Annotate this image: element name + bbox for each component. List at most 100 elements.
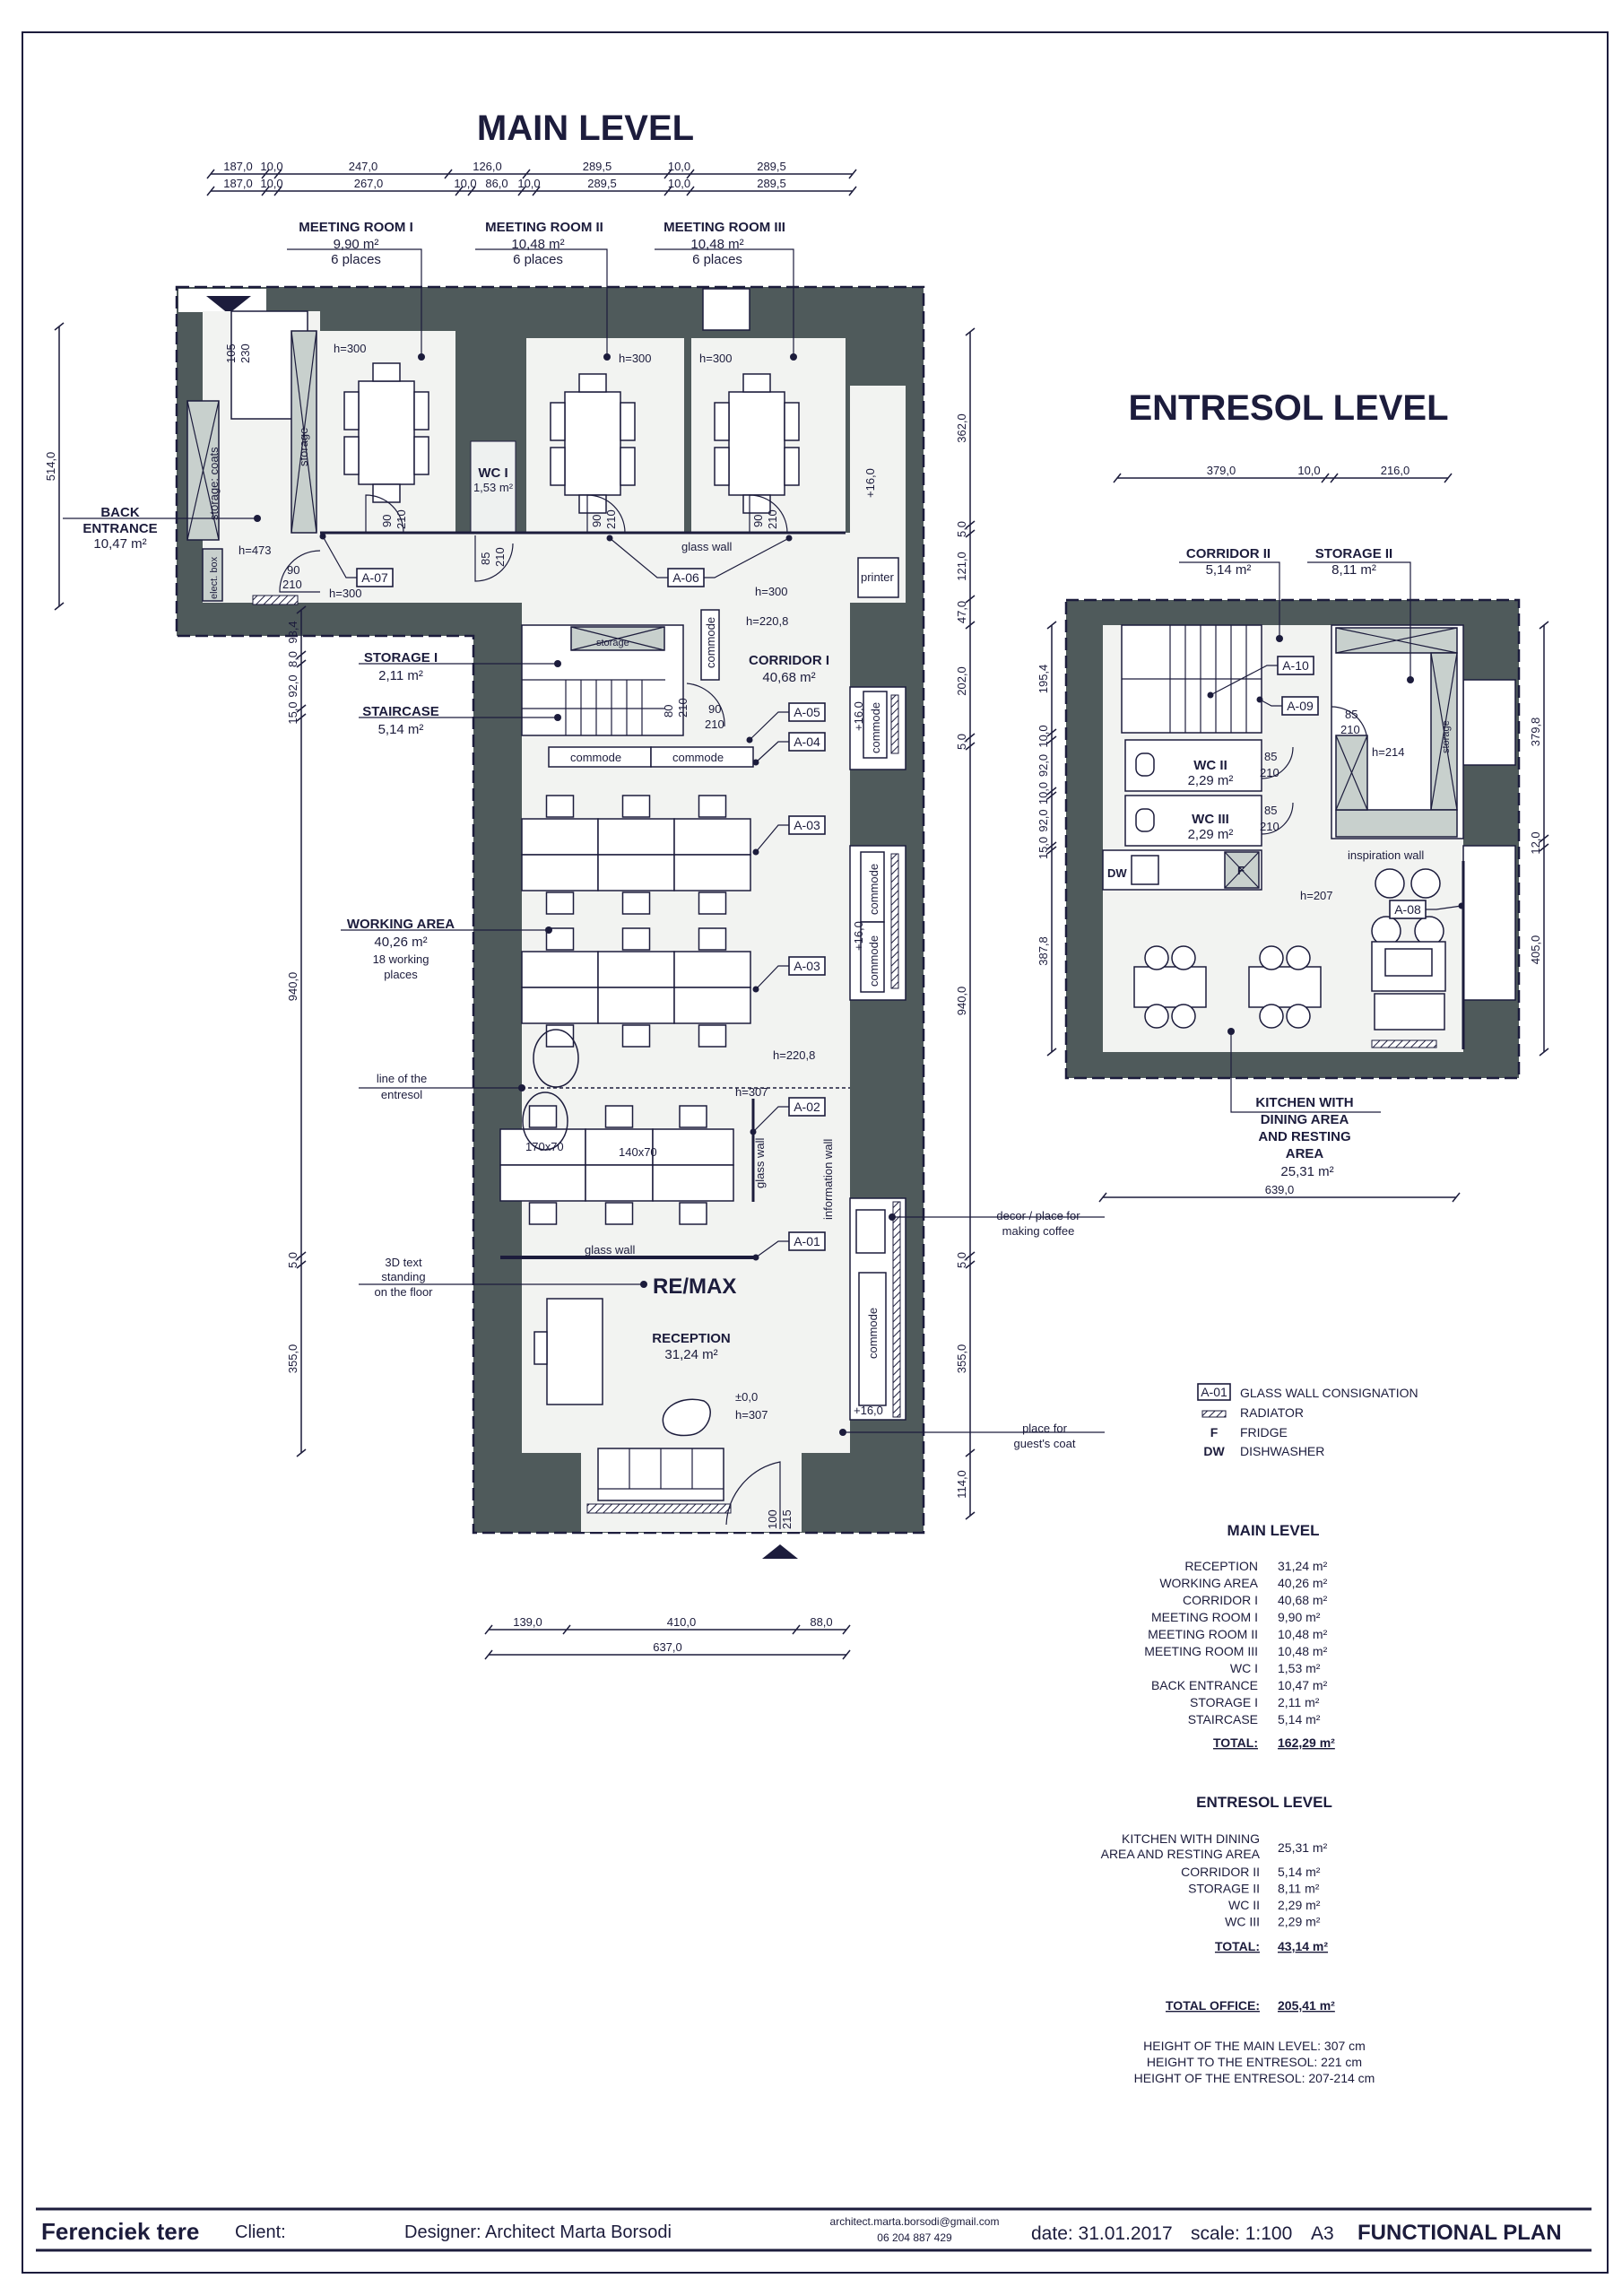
area-row-value: 2,29 m² xyxy=(1278,1915,1321,1929)
height-note: h=220,8 xyxy=(773,1048,815,1062)
wc-2-name: WC II xyxy=(1193,758,1227,773)
coffee-counter xyxy=(855,1209,886,1254)
door-size: 90 xyxy=(751,515,765,527)
office-chair xyxy=(545,1024,575,1048)
door-swing xyxy=(474,535,514,582)
note: guest's coat xyxy=(1014,1437,1076,1450)
office-chair xyxy=(621,1024,651,1048)
office-chair xyxy=(698,1024,727,1048)
storage-2-area: 8,11 m² xyxy=(1331,562,1376,578)
dimension-label: 5,0 xyxy=(955,734,968,750)
dimension-label: 114,0 xyxy=(955,1470,968,1499)
glass-wall-label: glass wall xyxy=(681,540,732,553)
area-row-name: CORRIDOR II xyxy=(1181,1865,1260,1879)
inspiration-wall-label: inspiration wall xyxy=(1348,848,1424,862)
dimension-tick xyxy=(1046,846,1057,855)
office-chair xyxy=(698,891,727,915)
kitchen-area: 25,31 m² xyxy=(1280,1164,1333,1179)
tag-dot xyxy=(752,1254,759,1261)
fridge-label: F xyxy=(1237,864,1245,877)
radiator xyxy=(890,694,899,754)
door-swing xyxy=(365,494,404,534)
chair xyxy=(343,391,360,430)
desk xyxy=(673,818,751,856)
dimension-tick xyxy=(664,186,672,196)
desk xyxy=(521,987,599,1024)
legend-label: DISHWASHER xyxy=(1240,1444,1324,1458)
desk xyxy=(585,1164,654,1202)
glass-wall-tag: A-05 xyxy=(794,705,820,719)
office-chair xyxy=(604,1202,634,1225)
dimension-label: 86,0 xyxy=(485,177,507,190)
tag-dot xyxy=(785,535,793,542)
dimension-tick xyxy=(1452,1192,1461,1203)
dining-table xyxy=(1248,966,1322,1008)
dimension-tick xyxy=(965,327,976,336)
dimension-tick xyxy=(1046,791,1057,800)
chair xyxy=(372,362,401,382)
dimension-label: 93,4 xyxy=(286,621,299,643)
main-level-plan: A-01A-02A-03A-03A-04A-05A-06A-07 MEETING… xyxy=(44,160,1105,1660)
commode-label: commode xyxy=(570,751,621,764)
tag-dot xyxy=(1458,902,1465,909)
entresol-level-title: ENTRESOL LEVEL xyxy=(1128,388,1448,428)
radiator xyxy=(1371,1039,1437,1048)
window xyxy=(1462,679,1516,766)
sheet-border xyxy=(22,31,1609,2274)
door-size: 90 xyxy=(380,515,394,527)
desk xyxy=(652,1164,734,1202)
area-row-name: MEETING ROOM I xyxy=(1151,1610,1258,1624)
storage-1-name: STORAGE I xyxy=(364,650,438,665)
commode-right xyxy=(863,691,888,759)
note: standing xyxy=(381,1270,425,1283)
dimension-tick xyxy=(965,742,976,751)
dimension-label: 8,0 xyxy=(286,651,299,667)
coffee-table xyxy=(1384,948,1433,977)
dimension-label: 379,0 xyxy=(1207,464,1236,477)
tag-leader xyxy=(752,1106,789,1133)
dimension-tick xyxy=(965,1251,976,1260)
area-row-name: MEETING ROOM II xyxy=(1148,1627,1258,1641)
level-plus16: +16,0 xyxy=(852,921,865,951)
dimension-label: 10,0 xyxy=(1297,464,1320,477)
area-row-name: CORRIDOR I xyxy=(1183,1593,1258,1607)
wc-3-name: WC III xyxy=(1192,812,1229,827)
area-row-value: 31,24 m² xyxy=(1278,1559,1328,1573)
height-note: h=307 xyxy=(735,1085,768,1099)
dimension-label: 10,0 xyxy=(1037,782,1050,804)
corridor-strip-floor xyxy=(320,533,906,603)
back-entrance-name: BACK xyxy=(100,505,139,520)
main-entrance-arrow-icon xyxy=(762,1544,798,1559)
kitchen-name: DINING AREA xyxy=(1261,1112,1349,1127)
kitchen-name: AREA xyxy=(1286,1146,1324,1161)
radiator xyxy=(890,853,899,989)
dimension-label: 10,0 xyxy=(454,177,476,190)
desk xyxy=(652,1128,734,1166)
glass-wall-tag-box xyxy=(788,956,826,976)
desk xyxy=(499,1164,586,1202)
commode-reception xyxy=(858,1272,887,1406)
dimension-tick xyxy=(965,1260,976,1269)
level-note: ±0,0 xyxy=(735,1390,758,1404)
legend-label: GLASS WALL CONSIGNATION xyxy=(1240,1386,1418,1400)
dimension-label: 267,0 xyxy=(354,177,384,190)
office-chair xyxy=(679,1202,707,1225)
height-note: h=207 xyxy=(1300,889,1333,902)
door-swing xyxy=(749,494,788,534)
door-size: 85 xyxy=(1264,750,1277,763)
commode-label: commode xyxy=(869,702,882,753)
door-swing xyxy=(686,683,725,727)
glass-wall-tag-box xyxy=(667,568,705,587)
glass-wall-tag-box xyxy=(788,732,826,752)
commode-label: commode xyxy=(672,751,724,764)
dimension-tick xyxy=(296,605,307,614)
desk xyxy=(499,1128,586,1166)
dimension-tick xyxy=(54,322,65,331)
kitchen-row-name: AREA AND RESTING AREA xyxy=(1101,1847,1261,1861)
dimension-label: 92,0 xyxy=(1037,754,1050,777)
toilet-icon xyxy=(1135,752,1155,777)
glass-wall-tag-box xyxy=(788,702,826,722)
chair xyxy=(578,373,607,393)
chair xyxy=(550,402,566,441)
area-row-value: 9,90 m² xyxy=(1278,1610,1321,1624)
